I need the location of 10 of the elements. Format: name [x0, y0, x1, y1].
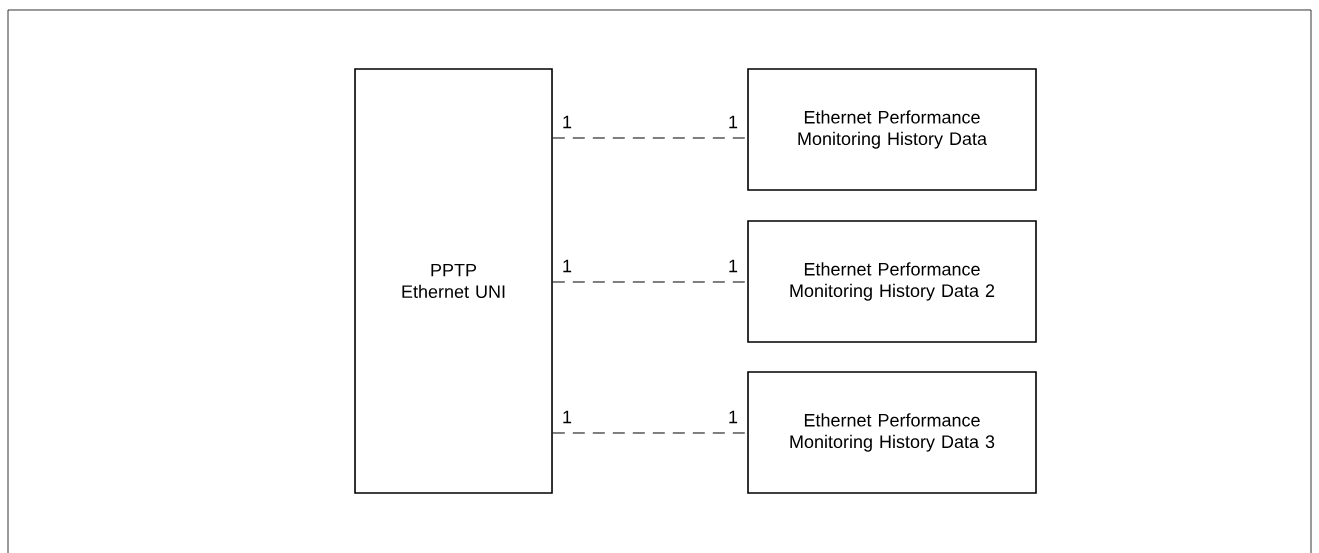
class-box: Ethernet Performance Monitoring History Data 3: [747, 371, 1037, 494]
class-box: Ethernet Performance Monitoring History Data 2: [747, 220, 1037, 343]
multiplicity-label: 1: [729, 115, 738, 129]
multiplicity-label: 1: [729, 410, 738, 424]
multiplicity-label: 1: [563, 259, 572, 273]
class-box: PPTP Ethernet UNI: [354, 68, 553, 494]
multiplicity-label: 1: [563, 115, 572, 129]
multiplicity-label: 1: [563, 410, 572, 424]
class-box: Ethernet Performance Monitoring History Data: [747, 68, 1037, 191]
multiplicity-label: 1: [729, 259, 738, 273]
